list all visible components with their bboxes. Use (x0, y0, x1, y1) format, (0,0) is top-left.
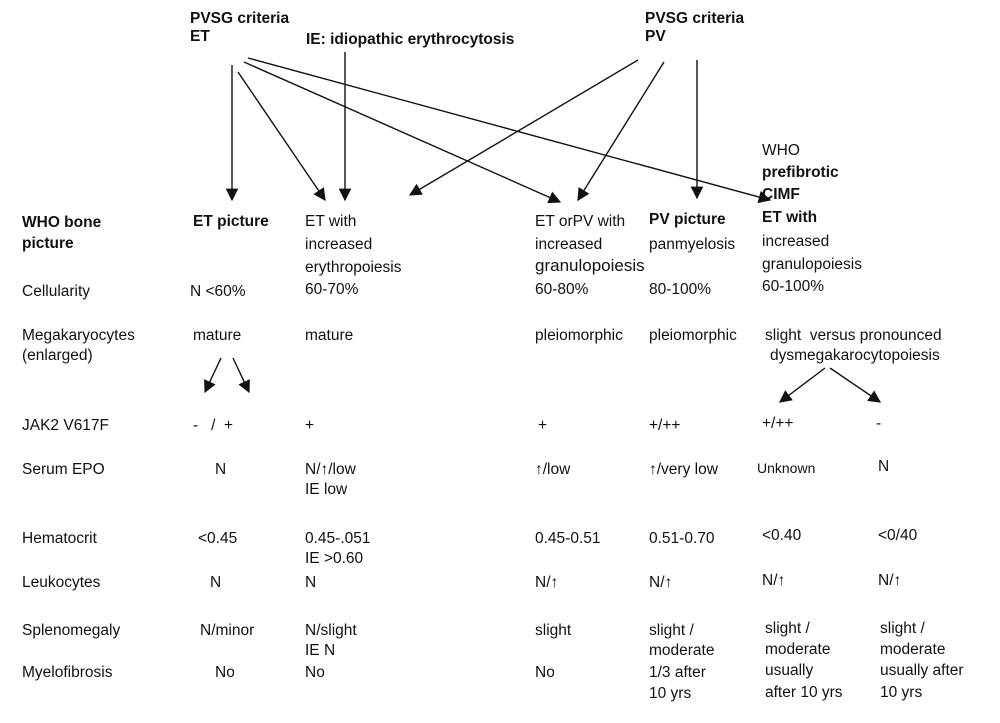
et-splenomegaly: N/minor (200, 622, 255, 639)
pvsg-et-header-line2: ET (190, 28, 210, 45)
pv-myelofibrosis-1: 1/3 after (649, 664, 706, 681)
pv-jak2: +/++ (649, 417, 681, 434)
cimf-slight-leukocytes: N/↑ (762, 572, 786, 589)
et-ery-picture-2: increased (305, 236, 373, 253)
cimf-pronounced-splen-1: slight / (880, 620, 925, 637)
pvsg-et-header-line1: PVSG criteria (190, 10, 290, 27)
cimf-pronounced-hematocrit: <0/40 (878, 527, 918, 544)
cimf-picture-line3: granulopoiesis (762, 256, 862, 273)
et-pv-gran-picture-2: increased (535, 236, 603, 253)
row-label-splenomegaly: Splenomegaly (22, 622, 121, 639)
pv-hematocrit: 0.51-0.70 (649, 530, 715, 547)
et-pv-gran-hematocrit: 0.45-0.51 (535, 530, 601, 547)
cimf-pronounced-mf-1: usually after (880, 662, 964, 679)
arrow-pv-to-et-ery (408, 59, 639, 196)
arrow-pv-to-et-pv-gran (577, 61, 665, 202)
et-ery-epo-1: N/↑/low (305, 461, 356, 478)
row-label-cellularity: Cellularity (22, 283, 91, 300)
row-label-jak2: JAK2 V617F (22, 417, 110, 434)
arrow-mega-to-jak-pos (232, 357, 250, 394)
pv-myelofibrosis-2: 10 yrs (649, 685, 692, 702)
row-label-megakaryocytes-1: Megakaryocytes (22, 327, 135, 344)
et-jak2: - / + (193, 417, 234, 434)
et-ery-myelofibrosis: No (305, 664, 325, 681)
et-ery-splenomegaly-2: IE N (305, 642, 336, 659)
cimf-pronounced-splen-2: moderate (880, 641, 946, 658)
cimf-slight-mf-2: after 10 yrs (765, 684, 843, 701)
who-label: WHO (762, 142, 800, 159)
pv-cellularity: 80-100% (649, 281, 712, 298)
arrow-et-to-et-pv-gran (243, 61, 562, 204)
row-label-serum-epo: Serum EPO (22, 461, 105, 478)
et-ery-hematocrit-1: 0.45-.051 (305, 530, 371, 547)
cimf-slight-epo: Unknown (757, 460, 816, 476)
et-pv-gran-megakaryocytes: pleiomorphic (535, 327, 623, 344)
row-label-who-bone-2: picture (22, 235, 74, 252)
et-picture-heading: ET picture (193, 213, 269, 230)
et-pv-gran-epo: ↑/low (535, 461, 571, 478)
arrow-dys-to-slight (778, 367, 826, 403)
et-pv-gran-picture-3: granulopoiesis (535, 256, 645, 275)
et-pv-gran-jak2: + (538, 417, 548, 434)
pv-picture-panmyelosis: panmyelosis (649, 236, 736, 253)
cimf-picture-line2: increased (762, 233, 830, 250)
pv-epo: ↑/very low (649, 461, 718, 478)
et-ery-megakaryocytes: mature (305, 327, 354, 344)
et-ery-picture-3: erythropoiesis (305, 259, 402, 276)
cimf-megakaryocytes-1: slight versus pronounced (765, 327, 942, 344)
pv-megakaryocytes: pleiomorphic (649, 327, 737, 344)
cimf-pronounced-jak2: - (876, 415, 882, 432)
row-label-leukocytes: Leukocytes (22, 574, 101, 591)
et-ery-cellularity: 60-70% (305, 281, 359, 298)
row-label-megakaryocytes-2: (enlarged) (22, 347, 93, 364)
cimf-label: CIMF (762, 186, 800, 203)
cimf-slight-hematocrit: <0.40 (762, 527, 802, 544)
et-ery-splenomegaly-1: N/slight (305, 622, 357, 639)
et-myelofibrosis: No (215, 664, 235, 681)
pvsg-pv-header-line1: PVSG criteria (645, 10, 745, 27)
cimf-pronounced-epo: N (878, 458, 890, 475)
cimf-picture-line1: ET with (762, 209, 818, 226)
row-label-hematocrit: Hematocrit (22, 530, 97, 547)
ie-header: IE: idiopathic erythrocytosis (306, 31, 515, 48)
cimf-pronounced-mf-2: 10 yrs (880, 684, 923, 701)
cimf-slight-splen-1: slight / (765, 620, 810, 637)
et-ery-epo-2: IE low (305, 481, 348, 498)
cimf-slight-mf-1: usually (765, 662, 814, 679)
et-ery-leukocytes: N (305, 574, 317, 591)
arrow-mega-to-jak-neg (204, 357, 222, 394)
et-pv-gran-myelofibrosis: No (535, 664, 555, 681)
et-ery-hematocrit-2: IE >0.60 (305, 550, 364, 567)
et-cellularity: N <60% (190, 283, 246, 300)
et-leukocytes: N (210, 574, 222, 591)
et-pv-gran-splenomegaly: slight (535, 622, 572, 639)
pv-picture-heading: PV picture (649, 211, 726, 228)
pvsg-pv-header-line2: PV (645, 28, 666, 45)
et-hematocrit: <0.45 (198, 530, 238, 547)
et-megakaryocytes: mature (193, 327, 242, 344)
cimf-slight-splen-2: moderate (765, 641, 831, 658)
arrow-et-to-cimf (247, 57, 772, 204)
cimf-cellularity: 60-100% (762, 278, 825, 295)
pv-leukocytes: N/↑ (649, 574, 673, 591)
et-pv-gran-leukocytes: N/↑ (535, 574, 559, 591)
arrow-et-to-et-ery (237, 71, 326, 202)
cimf-slight-jak2: +/++ (762, 415, 794, 432)
arrow-dys-to-pronounced (829, 367, 882, 403)
et-pv-gran-picture-1: ET orPV with (535, 213, 626, 230)
row-label-who-bone-1: WHO bone (22, 214, 102, 231)
cimf-megakaryocytes-2: dysmegakarocytopoiesis (770, 347, 940, 364)
row-label-myelofibrosis: Myelofibrosis (22, 664, 113, 681)
et-ery-picture-1: ET with (305, 213, 357, 230)
cimf-pronounced-leukocytes: N/↑ (878, 572, 902, 589)
pv-splenomegaly-1: slight / (649, 622, 694, 639)
et-epo: N (215, 461, 227, 478)
pv-splenomegaly-2: moderate (649, 642, 715, 659)
prefibrotic-label: prefibrotic (762, 164, 839, 181)
et-ery-jak2: + (305, 417, 315, 434)
et-pv-gran-cellularity: 60-80% (535, 281, 589, 298)
